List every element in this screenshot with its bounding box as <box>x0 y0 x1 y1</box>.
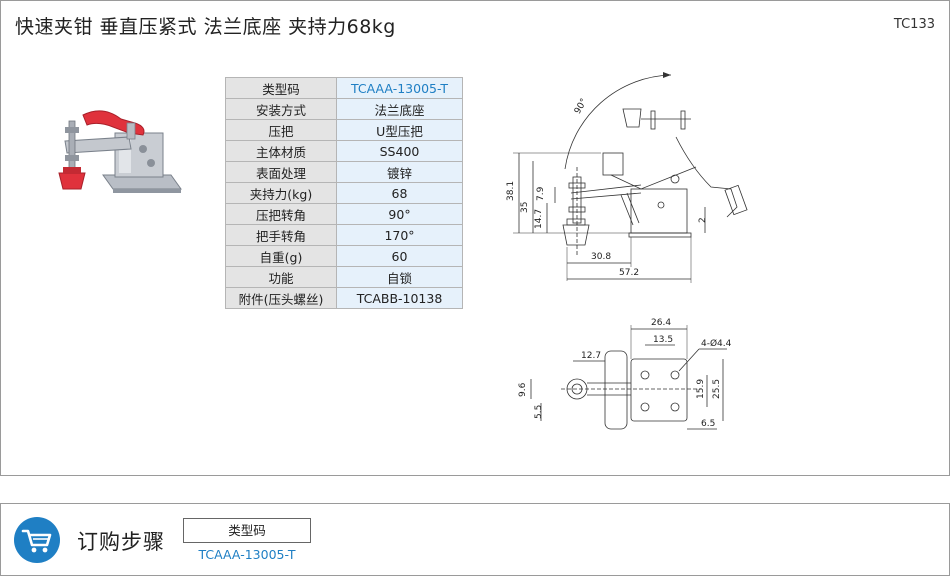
spec-key: 表面处理 <box>225 161 337 183</box>
dim-26-4: 26.4 <box>651 318 671 328</box>
spec-value-type-code[interactable]: TCAAA-13005-T <box>336 77 463 99</box>
cart-icon <box>14 517 60 563</box>
order-panel: 订购步骤 类型码 TCAAA-13005-T <box>0 503 950 576</box>
table-row: 自重(g) 60 <box>225 245 463 267</box>
dim-13-5: 13.5 <box>653 335 673 345</box>
dim-25-5: 25.5 <box>712 379 722 399</box>
spec-key: 压把 <box>225 119 337 141</box>
dim-6-5: 6.5 <box>701 419 715 429</box>
spec-value: 自锁 <box>336 266 463 288</box>
product-photo <box>58 110 182 193</box>
dim-57-2: 57.2 <box>619 268 639 278</box>
dim-35: 35 <box>520 202 530 213</box>
spec-value: TCABB-10138 <box>336 287 463 309</box>
table-row: 安装方式 法兰底座 <box>225 98 463 120</box>
dim-14-7: 14.7 <box>534 209 544 229</box>
table-row: 压把转角 90° <box>225 203 463 225</box>
spec-key: 主体材质 <box>225 140 337 162</box>
dim-12-7: 12.7 <box>581 351 601 361</box>
spec-value: 法兰底座 <box>336 98 463 120</box>
dim-38-1: 38.1 <box>506 181 516 201</box>
top-view: 26.4 13.5 4-Ø4.4 12.7 9.6 5.5 15.9 25.5 … <box>518 318 732 430</box>
order-steps-title: 订购步骤 <box>77 530 165 554</box>
dim-2: 2 <box>698 217 708 223</box>
spec-value: 60 <box>336 245 463 267</box>
spec-value: 68 <box>336 182 463 204</box>
dim-9-6: 9.6 <box>518 382 528 397</box>
spec-key: 附件(压头螺丝) <box>225 287 337 309</box>
table-row: 压把 U型压把 <box>225 119 463 141</box>
table-row: 功能 自锁 <box>225 266 463 288</box>
order-type-code-value[interactable]: TCAAA-13005-T <box>198 547 296 562</box>
dimension-drawing: 90° <box>506 72 748 430</box>
dim-7-9: 7.9 <box>536 186 546 201</box>
dim-5-5: 5.5 <box>534 405 544 419</box>
spec-key: 功能 <box>225 266 337 288</box>
dim-30-8: 30.8 <box>591 252 611 262</box>
table-row: 表面处理 镀锌 <box>225 161 463 183</box>
spec-value: 镀锌 <box>336 161 463 183</box>
table-row: 主体材质 SS400 <box>225 140 463 162</box>
spec-value: U型压把 <box>336 119 463 141</box>
dim-15-9: 15.9 <box>696 379 706 399</box>
spec-key: 把手转角 <box>225 224 337 246</box>
side-view: 90° <box>506 72 748 283</box>
table-row: 附件(压头螺丝) TCABB-10138 <box>225 287 463 309</box>
spec-table: 类型码 TCAAA-13005-T 安装方式 法兰底座 压把 U型压把 主体材质… <box>225 77 463 309</box>
product-title: 快速夹钳 垂直压紧式 法兰底座 夹持力68kg <box>15 16 396 38</box>
spec-key: 压把转角 <box>225 203 337 225</box>
spec-value: SS400 <box>336 140 463 162</box>
spec-value: 170° <box>336 224 463 246</box>
angle-label: 90° <box>573 97 590 116</box>
table-row: 把手转角 170° <box>225 224 463 246</box>
table-row: 类型码 TCAAA-13005-T <box>225 77 463 99</box>
spec-key: 类型码 <box>225 77 337 99</box>
spec-value: 90° <box>336 203 463 225</box>
order-type-code-label: 类型码 <box>183 518 311 543</box>
spec-key: 安装方式 <box>225 98 337 120</box>
product-code: TC133 <box>893 17 935 32</box>
dim-hole: 4-Ø4.4 <box>701 338 732 349</box>
spec-key: 自重(g) <box>225 245 337 267</box>
spec-key: 夹持力(kg) <box>225 182 337 204</box>
product-panel: 快速夹钳 垂直压紧式 法兰底座 夹持力68kg TC133 类型码 TCAAA-… <box>0 0 950 476</box>
table-row: 夹持力(kg) 68 <box>225 182 463 204</box>
